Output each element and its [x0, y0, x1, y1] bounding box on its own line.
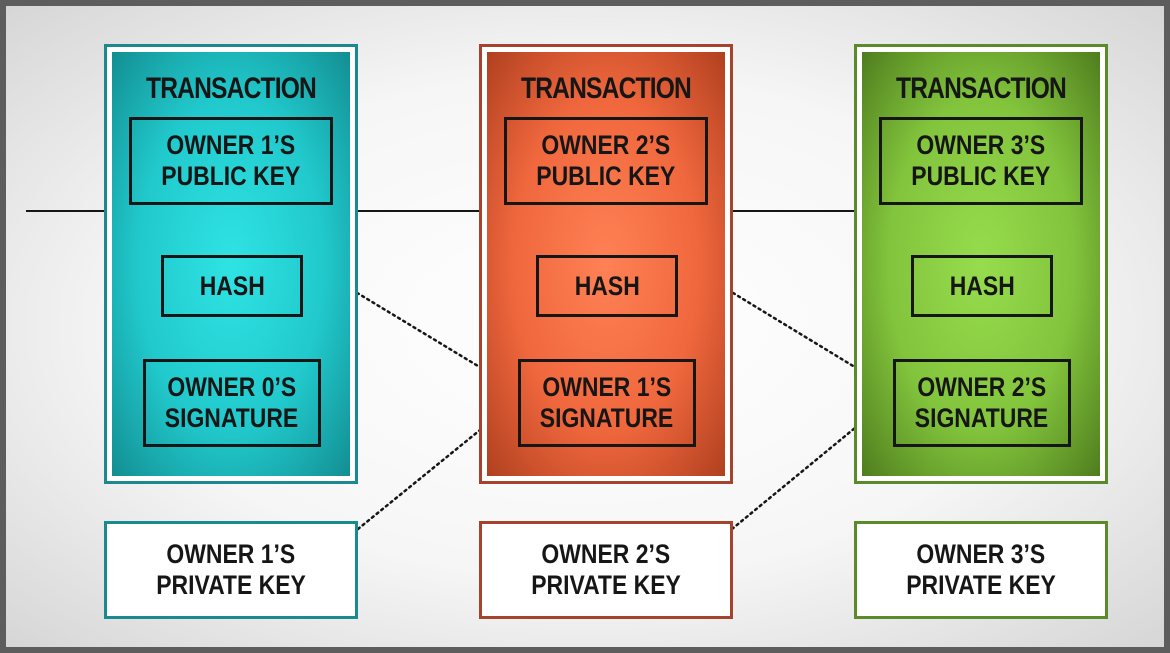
transaction-block-3: TRANSACTION OWNER 3’S PUBLIC KEY HASH OW… — [854, 44, 1108, 484]
private-key-line-2: PRIVATE KEY — [906, 570, 1056, 600]
transaction-block-1: TRANSACTION OWNER 1’S PUBLIC KEY HASH OW… — [104, 44, 358, 484]
private-key-line-1: OWNER 2’S — [541, 539, 671, 569]
public-key-line-2: PUBLIC KEY — [911, 161, 1051, 191]
public-key-line-1: OWNER 1’S — [166, 130, 296, 160]
public-key-line-1: OWNER 3’S — [916, 130, 1046, 160]
public-key-line-2: PUBLIC KEY — [536, 161, 676, 191]
signature-line-2: SIGNATURE — [915, 403, 1049, 433]
private-key-line-2: PRIVATE KEY — [531, 570, 681, 600]
public-key-box: OWNER 1’S PUBLIC KEY — [129, 117, 333, 205]
hash-box: HASH — [536, 255, 678, 317]
public-key-line-2: PUBLIC KEY — [161, 161, 301, 191]
transaction-title: TRANSACTION — [895, 72, 1067, 105]
signature-line-1: OWNER 2’S — [917, 372, 1047, 402]
private-key-box-2: OWNER 2’S PRIVATE KEY — [479, 521, 733, 619]
hash-label: HASH — [199, 270, 265, 301]
public-key-line-1: OWNER 2’S — [541, 130, 671, 160]
signature-line-1: OWNER 0’S — [167, 372, 297, 402]
signature-box: OWNER 2’S SIGNATURE — [893, 359, 1071, 447]
private-key-line-1: OWNER 3’S — [916, 539, 1046, 569]
signature-line-1: OWNER 1’S — [542, 372, 672, 402]
signature-line-2: SIGNATURE — [165, 403, 299, 433]
transaction-block-2: TRANSACTION OWNER 2’S PUBLIC KEY HASH OW… — [479, 44, 733, 484]
signature-line-2: SIGNATURE — [540, 403, 674, 433]
transaction-title: TRANSACTION — [145, 72, 317, 105]
private-key-line-1: OWNER 1’S — [166, 539, 296, 569]
hash-box: HASH — [911, 255, 1053, 317]
public-key-box: OWNER 2’S PUBLIC KEY — [504, 117, 708, 205]
private-key-box-3: OWNER 3’S PRIVATE KEY — [854, 521, 1108, 619]
signature-box: OWNER 1’S SIGNATURE — [518, 359, 696, 447]
hash-label: HASH — [949, 270, 1015, 301]
private-key-line-2: PRIVATE KEY — [156, 570, 306, 600]
signature-box: OWNER 0’S SIGNATURE — [143, 359, 321, 447]
private-key-box-1: OWNER 1’S PRIVATE KEY — [104, 521, 358, 619]
hash-box: HASH — [161, 255, 303, 317]
transaction-title: TRANSACTION — [520, 72, 692, 105]
public-key-box: OWNER 3’S PUBLIC KEY — [879, 117, 1083, 205]
hash-label: HASH — [574, 270, 640, 301]
